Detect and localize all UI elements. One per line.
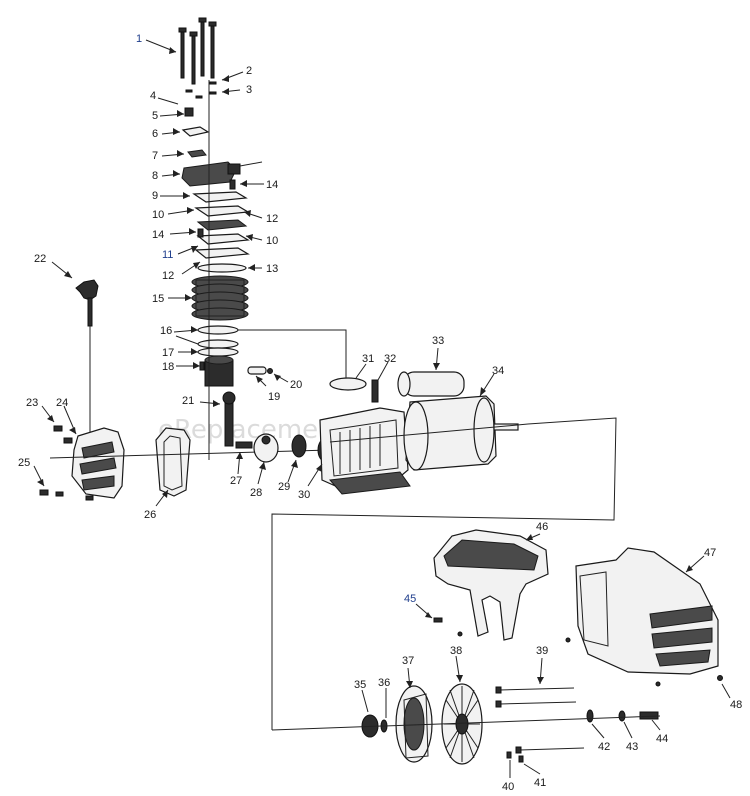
callout-26: 26: [144, 509, 156, 521]
callout-47: 47: [704, 547, 716, 559]
callout-9: 9: [152, 190, 158, 202]
post: [371, 379, 379, 403]
callout-16: 16: [160, 325, 172, 337]
rear-shroud: [575, 547, 719, 675]
top-cover: [433, 529, 549, 641]
callout-41: 41: [534, 777, 546, 789]
connecting-rod: [222, 391, 236, 447]
callout-45: 45: [404, 593, 416, 605]
callout-5: 5: [152, 110, 158, 122]
callout-15: 15: [152, 293, 164, 305]
screw: [433, 617, 443, 623]
callout-17: 17: [162, 347, 174, 359]
long-bolts: [495, 686, 585, 754]
valve-block: [181, 126, 210, 137]
washer: [518, 755, 524, 763]
capacitor: [397, 371, 465, 397]
cylinder: [191, 275, 249, 321]
callout-10-left: 10: [152, 209, 164, 221]
callout-48: 48: [730, 699, 742, 711]
callout-39: 39: [536, 645, 548, 657]
callout-44: 44: [656, 733, 668, 745]
crank-parts: [235, 433, 335, 463]
screw: [655, 681, 661, 687]
callout-12-right: 12: [266, 213, 278, 225]
callout-labels: 1 2 3 4 5 6 7 8 14 9 10 12 14 10 11 13 1…: [18, 33, 742, 793]
side-shroud: [71, 427, 125, 499]
washer: [586, 709, 594, 723]
callout-28: 28: [250, 487, 262, 499]
gasket-small: [187, 149, 207, 158]
callout-19: 19: [268, 391, 280, 403]
callout-7: 7: [152, 150, 158, 162]
motor: [403, 395, 519, 471]
pump-head-stack: [178, 17, 273, 460]
screw: [457, 631, 463, 637]
callout-14-lower: 14: [152, 229, 164, 241]
screw: [717, 675, 723, 681]
callout-33: 33: [432, 335, 444, 347]
callout-4: 4: [150, 90, 156, 102]
callout-24: 24: [56, 397, 68, 409]
callout-46: 46: [536, 521, 548, 533]
washer: [506, 751, 512, 759]
callout-35: 35: [354, 679, 366, 691]
shroud-screws: [39, 425, 94, 501]
leader-lines: [33, 39, 731, 778]
ring: [197, 325, 239, 335]
washer: [618, 710, 626, 722]
fan-housing: [395, 685, 433, 763]
callout-6: 6: [152, 128, 158, 140]
callout-23: 23: [26, 397, 38, 409]
spacer: [639, 711, 659, 720]
callout-36: 36: [378, 677, 390, 689]
callout-42: 42: [598, 741, 610, 753]
callout-22: 22: [34, 253, 46, 265]
callout-40: 40: [502, 781, 514, 793]
callout-3: 3: [246, 84, 252, 96]
clip: [267, 368, 273, 374]
screw: [565, 637, 571, 643]
callout-8: 8: [152, 170, 158, 182]
callout-31: 31: [362, 353, 374, 365]
callout-30: 30: [298, 489, 310, 501]
callout-20: 20: [290, 379, 302, 391]
head-bolt: [178, 17, 217, 85]
washers: [185, 81, 217, 99]
callout-25: 25: [18, 457, 30, 469]
callout-13: 13: [266, 263, 278, 275]
callout-43: 43: [626, 741, 638, 753]
callout-29: 29: [278, 481, 290, 493]
fitting: [184, 107, 194, 117]
callout-34: 34: [492, 365, 504, 377]
callout-32: 32: [384, 353, 396, 365]
pin: [197, 228, 204, 238]
ring: [197, 339, 239, 349]
wrist-pin: [247, 366, 267, 375]
callout-10-right: 10: [266, 235, 278, 247]
ring: [197, 347, 239, 357]
callout-38: 38: [450, 645, 462, 657]
piston: [199, 355, 234, 387]
crankcase-gasket: [155, 427, 191, 497]
callout-27: 27: [230, 475, 242, 487]
callout-12-left: 12: [162, 270, 174, 282]
callout-2: 2: [246, 65, 252, 77]
callout-14-upper: 14: [266, 179, 278, 191]
callout-11: 11: [162, 249, 173, 261]
motor-housing: [319, 407, 411, 495]
callout-21: 21: [182, 395, 194, 407]
o-ring: [329, 377, 367, 391]
callout-18: 18: [162, 361, 174, 373]
pin: [229, 179, 236, 190]
callout-37: 37: [402, 655, 414, 667]
callout-1: 1: [136, 33, 142, 45]
cylinder-head: [181, 161, 263, 187]
